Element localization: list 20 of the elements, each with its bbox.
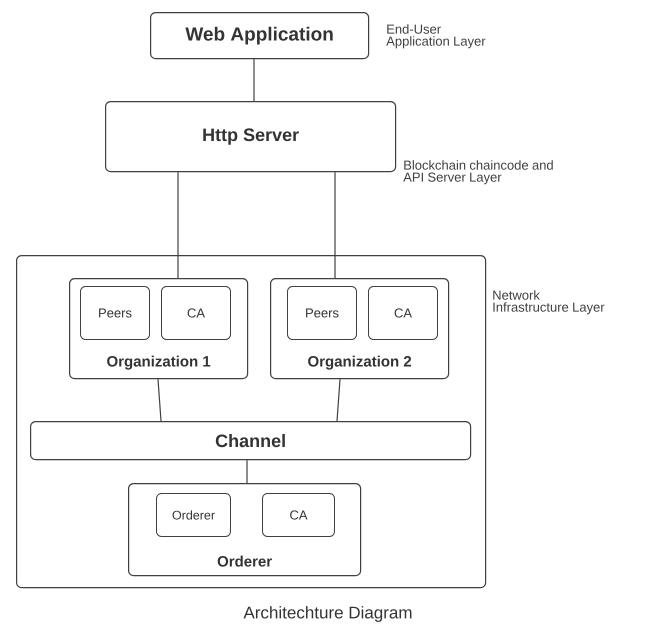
- caption: Architechture Diagram: [243, 606, 412, 622]
- layer-label: Network Infrastructure Layer: [493, 290, 604, 314]
- component-box: Peers: [287, 286, 357, 340]
- component-box: CA: [368, 286, 438, 340]
- layer-label: End-User Application Layer: [386, 24, 486, 48]
- component-box: Orderer: [156, 493, 231, 537]
- connector-line: [157, 379, 162, 422]
- server-box: Http Server: [105, 101, 396, 172]
- connector-line: [253, 59, 255, 101]
- connector-line: [336, 379, 341, 422]
- layer-label: Blockchain chaincode and API Server Layer: [403, 160, 553, 184]
- component-box: Peers: [80, 286, 150, 340]
- connector-line: [334, 172, 336, 278]
- connector-line: [246, 460, 248, 483]
- network-container: [16, 255, 486, 588]
- component-box: CA: [262, 493, 335, 537]
- channel-bar: Channel: [30, 421, 472, 460]
- application-box: Web Application: [150, 12, 370, 60]
- component-box: CA: [161, 286, 231, 340]
- connector-line: [177, 172, 179, 278]
